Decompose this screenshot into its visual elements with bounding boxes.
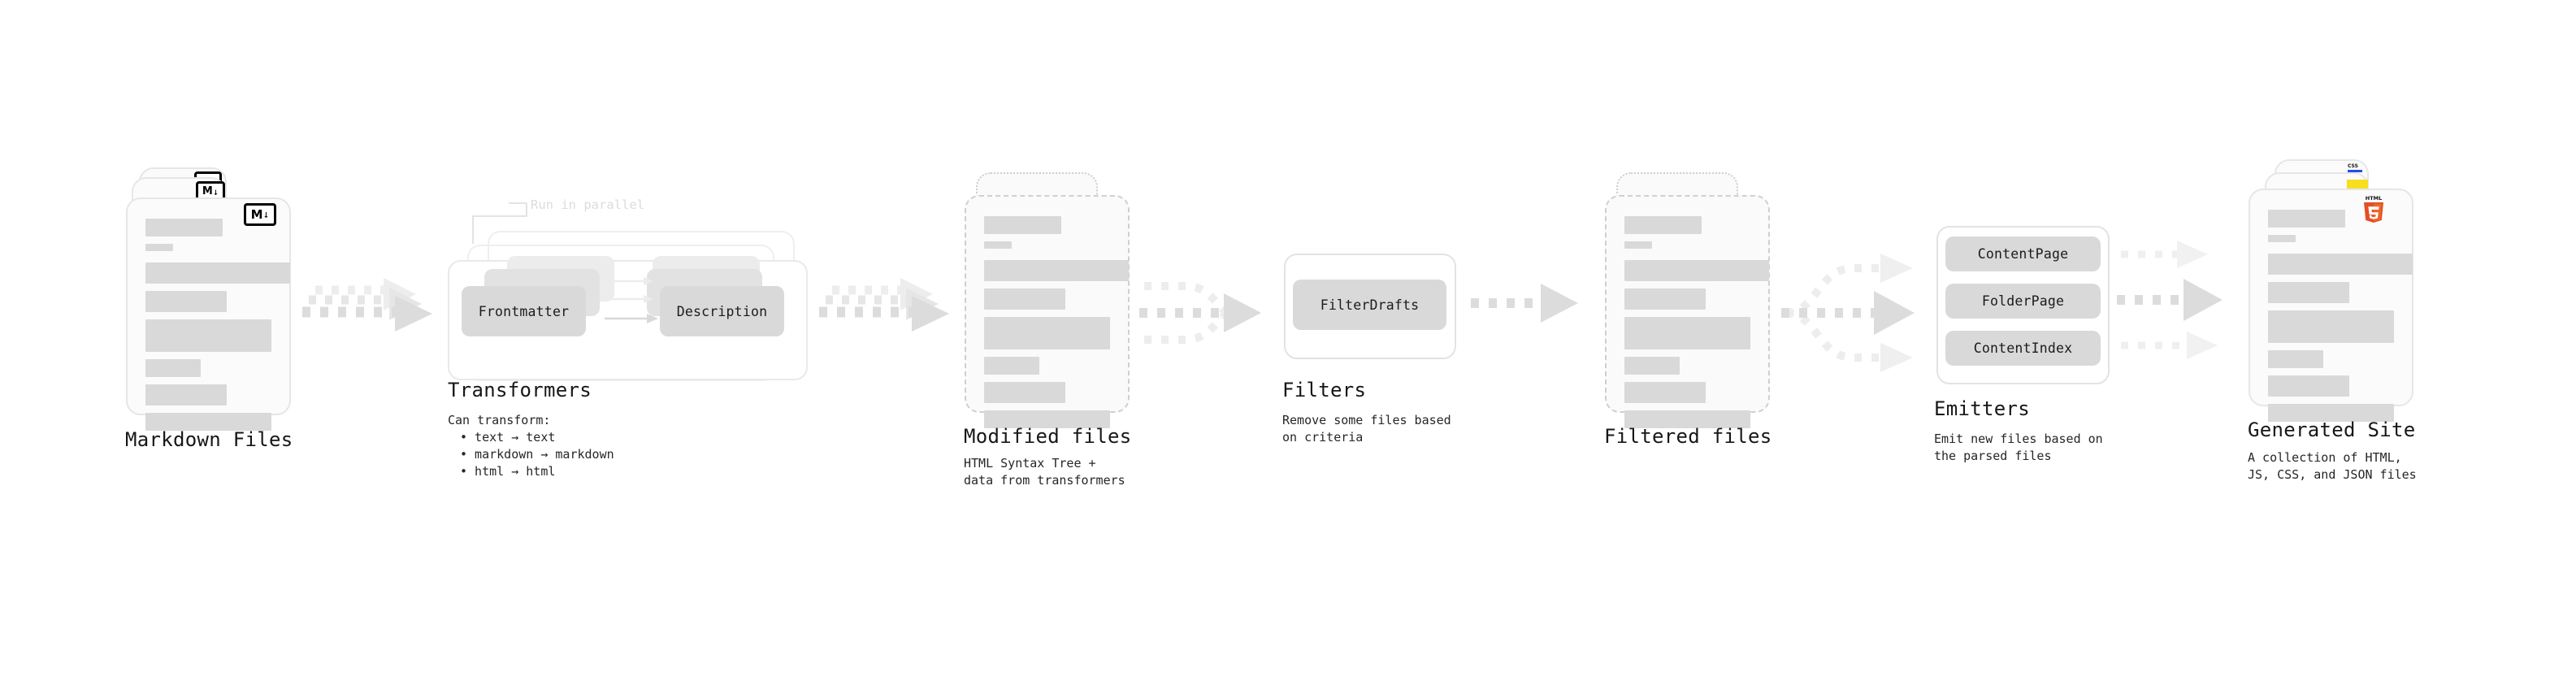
doc-skeleton-line <box>984 241 1012 249</box>
markdown-badge-arrow: ↓ <box>262 208 270 221</box>
doc-skeleton-line <box>145 262 290 284</box>
doc-skeleton-line <box>984 382 1065 403</box>
doc-skeleton-line <box>145 291 227 312</box>
connector-filtered-to-emitters <box>1780 244 1934 382</box>
transformers-bullet-2: • html → html <box>460 464 556 479</box>
markdown-files-title: Markdown Files <box>125 428 293 451</box>
emitter-chip-folderpage[interactable]: FolderPage <box>1945 284 2101 319</box>
doc-skeleton-line <box>984 357 1039 375</box>
doc-skeleton-line <box>1624 241 1652 249</box>
filters-title: Filters <box>1282 379 1367 401</box>
doc-skeleton-line <box>1624 288 1706 310</box>
filter-chip-filterdrafts[interactable]: FilterDrafts <box>1293 280 1446 330</box>
markdown-badge-arrow: ↓ <box>212 185 219 197</box>
transformers-bullet-0: • text → text <box>460 430 556 445</box>
doc-skeleton-line <box>2268 350 2323 368</box>
doc-skeleton-line <box>145 413 271 431</box>
doc-skeleton-line <box>1624 410 1750 428</box>
generated-site-card-front <box>2249 189 2413 422</box>
markdown-badge-letter: M <box>250 206 263 222</box>
svg-text:HTML: HTML <box>2366 195 2382 202</box>
generated-site-lines <box>2268 210 2413 429</box>
generated-site-subtitle: A collection of HTML, JS, CSS, and JSON … <box>2248 450 2417 482</box>
emitter-chip-contentpage[interactable]: ContentPage <box>1945 236 2101 271</box>
doc-skeleton-line <box>984 288 1065 310</box>
run-in-parallel-label: Run in parallel <box>531 197 644 212</box>
modified-file-card-front <box>965 195 1130 428</box>
doc-skeleton-line <box>2268 210 2345 228</box>
doc-skeleton-line <box>2268 254 2413 275</box>
doc-skeleton-line <box>2268 282 2349 303</box>
css-icon-label: CSS <box>2348 163 2358 169</box>
filters-subtitle: Remove some files based on criteria <box>1282 413 1451 445</box>
doc-skeleton-line <box>984 317 1110 349</box>
connector-filters-to-filtered <box>1469 283 1587 332</box>
generated-site-title: Generated Site <box>2248 419 2416 441</box>
doc-skeleton-line <box>2268 310 2394 343</box>
filtered-file-lines <box>1624 216 1769 436</box>
connector-transformers-to-modified <box>819 276 961 349</box>
doc-skeleton-line <box>1624 260 1769 281</box>
doc-skeleton-line <box>145 244 173 251</box>
doc-skeleton-line <box>984 410 1110 428</box>
markdown-file-lines <box>145 219 290 438</box>
emitters-title: Emitters <box>1934 397 2030 420</box>
markdown-badge-front: M↓ <box>244 203 276 226</box>
modified-files-subtitle: HTML Syntax Tree + data from transformer… <box>964 456 1125 488</box>
filtered-file-card-front <box>1605 195 1770 428</box>
doc-skeleton-line <box>984 216 1061 234</box>
markdown-file-card-front <box>126 197 291 431</box>
doc-skeleton-line <box>1624 317 1750 349</box>
doc-skeleton-line <box>1624 216 1702 234</box>
run-in-parallel-bracket <box>463 202 536 250</box>
connector-emitters-to-site <box>2117 232 2263 366</box>
connector-modified-to-filters <box>1138 268 1272 362</box>
doc-skeleton-line <box>145 319 271 352</box>
doc-skeleton-line <box>145 384 227 406</box>
html5-icon: HTML <box>2361 193 2386 223</box>
filtered-files-title: Filtered files <box>1604 425 1772 448</box>
doc-skeleton-line <box>2268 404 2394 422</box>
emitter-chip-contentindex[interactable]: ContentIndex <box>1945 331 2101 366</box>
connector-markdown-to-transformers <box>302 276 445 349</box>
css-icon: CSS <box>2348 163 2362 172</box>
markdown-badge-letter: M <box>202 185 213 197</box>
transformers-subtitle: Can transform: <box>448 413 551 427</box>
modified-file-lines <box>984 216 1129 436</box>
doc-skeleton-line <box>145 219 223 236</box>
doc-skeleton-line <box>1624 357 1680 375</box>
transformer-chip-frontmatter[interactable]: Frontmatter <box>462 286 586 336</box>
doc-skeleton-line <box>2268 375 2349 397</box>
modified-files-title: Modified files <box>964 425 1132 448</box>
doc-skeleton-line <box>1624 382 1706 403</box>
doc-skeleton-line <box>145 359 201 377</box>
transformers-title: Transformers <box>448 379 592 401</box>
doc-skeleton-line <box>2268 235 2296 242</box>
transformer-inner-arrows <box>603 276 700 354</box>
emitters-subtitle: Emit new files based on the parsed files <box>1934 432 2103 463</box>
doc-skeleton-line <box>984 260 1129 281</box>
transformer-chip-description[interactable]: Description <box>660 286 784 336</box>
transformers-bullet-1: • markdown → markdown <box>460 447 614 462</box>
